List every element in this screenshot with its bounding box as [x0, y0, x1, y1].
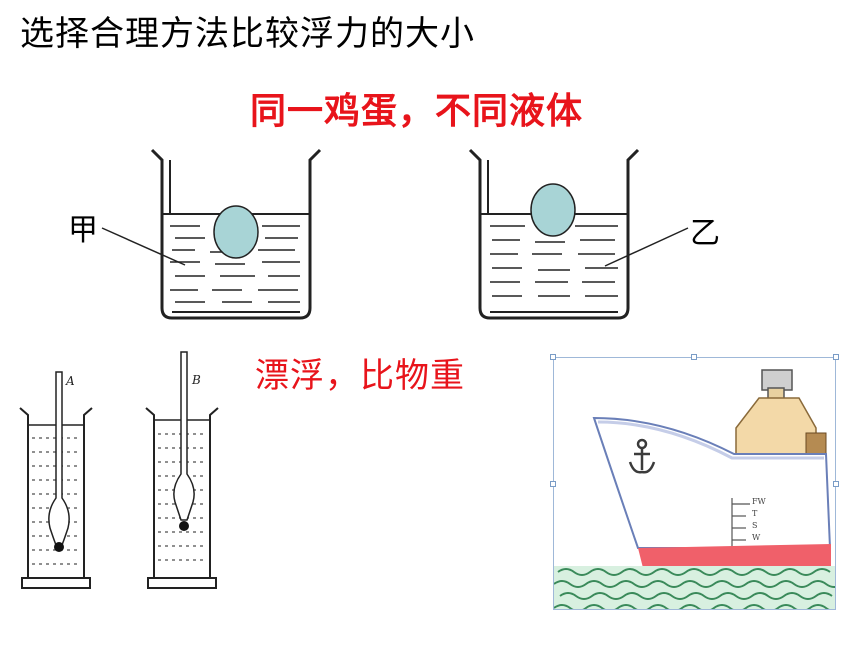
- beaker-yi: [468, 148, 640, 320]
- slide-title: 选择合理方法比较浮力的大小: [20, 14, 475, 54]
- mark-fw: FW: [752, 497, 767, 506]
- resize-handle-mid-left[interactable]: [550, 481, 556, 487]
- liquid-dashes-right: [490, 225, 618, 313]
- beaker-jia: [150, 148, 322, 320]
- cylinder-a: [19, 371, 93, 589]
- pointer-line-yi: [604, 227, 689, 267]
- egg-left: [213, 205, 259, 259]
- floating-caption: 漂浮，比物重: [255, 356, 465, 396]
- pointer-line-jia: [101, 227, 186, 266]
- densimeter-a-label: A: [65, 374, 75, 388]
- mark-s: S: [752, 521, 757, 530]
- anchor-icon: [628, 438, 656, 474]
- resize-handle-top-right[interactable]: [833, 354, 839, 360]
- beaker-label-yi: 乙: [690, 216, 720, 251]
- mark-w: W: [752, 533, 761, 542]
- cylinder-b: [145, 351, 219, 589]
- ship-illustration: FW T S W: [554, 358, 835, 609]
- resize-handle-top-left[interactable]: [550, 354, 556, 360]
- resize-handle-top-mid[interactable]: [691, 354, 697, 360]
- egg-right: [530, 183, 576, 237]
- mark-t: T: [752, 509, 758, 518]
- densimeter-b-label: B: [191, 373, 201, 387]
- resize-handle-mid-right[interactable]: [833, 481, 839, 487]
- densimeter-b: [173, 351, 195, 521]
- sea-waves: [554, 568, 835, 609]
- chimney: [761, 369, 793, 391]
- ship-hull: [592, 416, 832, 549]
- hull-red-band: [638, 544, 831, 572]
- load-line-marks: [731, 498, 750, 550]
- slide-subtitle: 同一鸡蛋，不同液体: [250, 91, 584, 132]
- ship-picture[interactable]: FW T S W: [553, 357, 836, 610]
- beaker-label-jia: 甲: [68, 213, 98, 248]
- densimeter-a: [48, 371, 70, 546]
- sea: [554, 566, 835, 609]
